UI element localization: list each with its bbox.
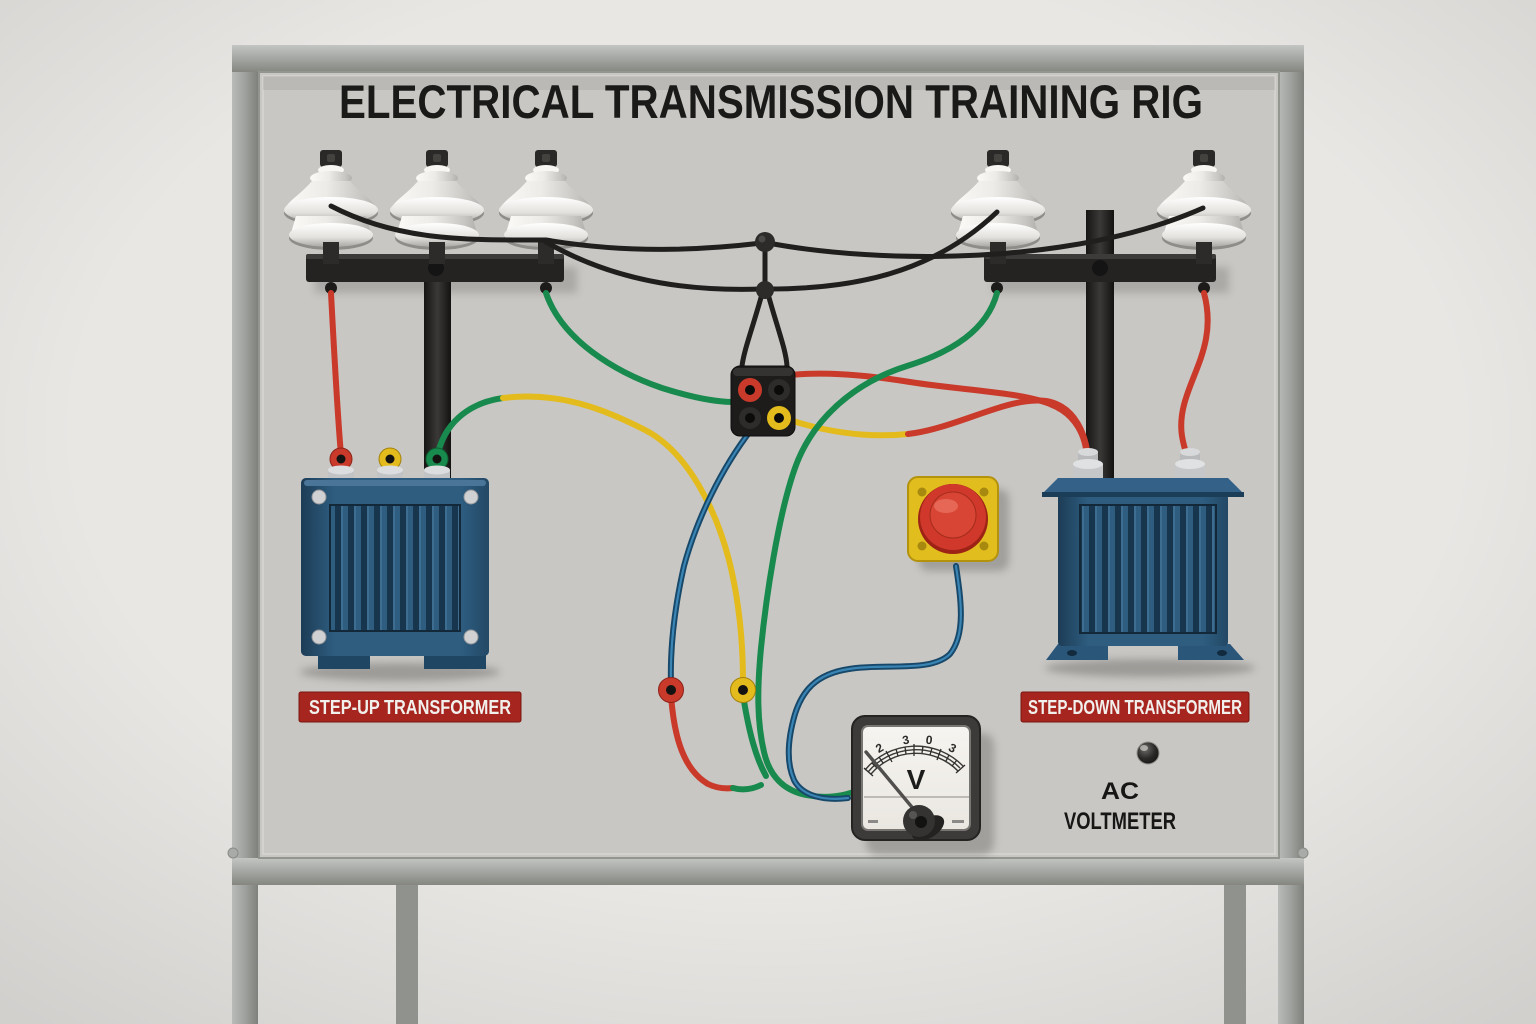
ac-voltmeter-caption: AC VOLTMETER <box>1064 741 1176 835</box>
drop-wire <box>765 291 790 369</box>
rig-title: ELECTRICAL TRANSMISSION TRAINING RIG <box>339 75 1203 128</box>
crossarm-bolt <box>428 260 444 276</box>
frame-bolt <box>227 847 239 859</box>
green-yellow-wire-yellow-part <box>500 393 746 685</box>
transformer-terminal-red[interactable] <box>329 447 353 471</box>
corner-screw <box>311 629 327 645</box>
transformer-foot <box>1178 644 1244 660</box>
line-upper-right <box>765 205 1206 259</box>
corner-screw <box>311 489 327 505</box>
voltmeter-label: VOLTMETER <box>1064 808 1176 835</box>
meter-ticks <box>863 744 966 777</box>
frame-bolt <box>1297 847 1309 859</box>
step-up-label-plate: STEP-UP TRANSFORMER <box>298 691 522 723</box>
frame-bottom-rail <box>232 858 1304 885</box>
panel-wires <box>328 290 1211 802</box>
top-flange <box>1042 478 1244 494</box>
green-yellow-wire-green-part <box>434 395 506 461</box>
drop-wire <box>739 291 765 369</box>
indicator-dome[interactable] <box>1136 741 1160 765</box>
cooling-fins <box>1080 505 1216 633</box>
red-wire-left <box>328 290 344 458</box>
line-lower-left <box>543 239 765 292</box>
screw-hole <box>979 541 989 551</box>
screw-hole <box>917 487 927 497</box>
red-wire-below-ring <box>668 692 736 792</box>
terminal-bases <box>328 465 450 479</box>
svg-text:0: 0 <box>925 733 933 748</box>
emergency-stop-button[interactable] <box>907 476 999 562</box>
step-down-transformer <box>1042 448 1244 660</box>
junction-block[interactable] <box>730 365 796 437</box>
transformer-foot <box>1046 644 1108 660</box>
line-splice-ball <box>756 281 774 299</box>
green-wire-left <box>543 290 736 405</box>
step-up-transformer <box>301 447 489 669</box>
rear-leg-left <box>396 880 418 1024</box>
ac-label: AC <box>1101 778 1139 805</box>
frame-top-rail <box>232 45 1304 72</box>
step-up-label: STEP-UP TRANSFORMER <box>309 696 511 719</box>
meter-unit: V <box>907 764 926 795</box>
corner-screw <box>463 489 479 505</box>
transformer-foot <box>424 652 486 669</box>
green-wire-below-ring <box>740 692 769 779</box>
transformer-terminal-green[interactable] <box>425 447 449 471</box>
crossarm-bolt <box>1092 260 1108 276</box>
red-wire-right <box>1178 290 1211 465</box>
panel-ring-terminals[interactable] <box>658 677 756 703</box>
corner-screw <box>463 629 479 645</box>
green-wire-right <box>755 290 1000 800</box>
line-splice-ball <box>755 232 775 252</box>
svg-text:3: 3 <box>901 732 911 747</box>
transmission-lines <box>328 203 1206 369</box>
rear-leg-right <box>1224 880 1246 1024</box>
transformer-foot <box>318 652 370 669</box>
transformer-terminal-yellow[interactable] <box>378 447 402 471</box>
cooling-fins <box>330 505 460 631</box>
screw-hole <box>917 541 927 551</box>
red-wire-junction-to-transformer <box>749 370 1090 461</box>
screw-hole <box>979 487 989 497</box>
step-down-label: STEP-DOWN TRANSFORMER <box>1028 696 1242 719</box>
analog-voltmeter: 2 3 0 3 V <box>851 715 981 841</box>
line-lower-right <box>765 209 1000 292</box>
terminal-posts[interactable] <box>1073 448 1205 478</box>
yellow-red-wire-yellow-part <box>790 418 911 439</box>
step-down-label-plate: STEP-DOWN TRANSFORMER <box>1020 691 1250 723</box>
stand-frame <box>227 45 1309 1024</box>
